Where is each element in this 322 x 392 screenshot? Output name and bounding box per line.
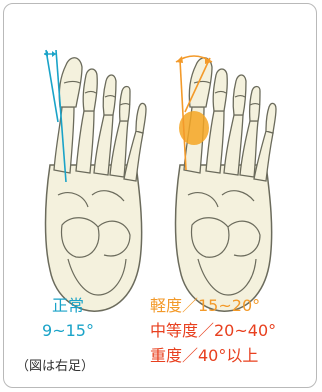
hallux-valgus-foot (176, 56, 277, 311)
right-foot-note: （図は右足） (16, 360, 94, 373)
normal-foot (44, 50, 146, 311)
normal-label: 正常 (28, 298, 108, 314)
severity-severe: 重度／40°以上 (150, 348, 258, 364)
arc-arrow-left (176, 56, 183, 63)
normal-range: 9~15° (28, 323, 108, 339)
severity-mild: 軽度／15~20° (150, 298, 260, 314)
severity-moderate: 中等度／20~40° (150, 323, 276, 339)
